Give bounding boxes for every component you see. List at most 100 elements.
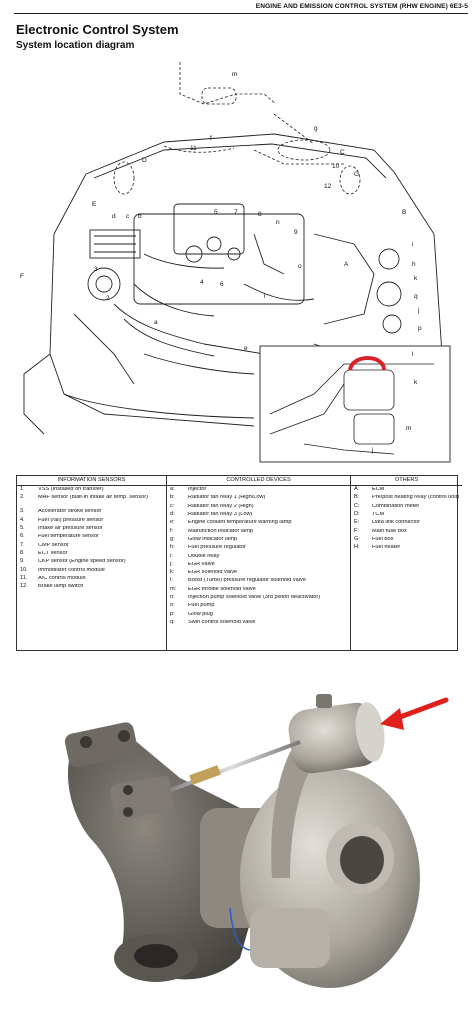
legend-text: Double relay xyxy=(188,553,220,559)
inset-callout-k: k xyxy=(414,379,418,386)
legend-key: m: xyxy=(170,585,177,592)
callout-3: 3 xyxy=(94,266,98,273)
callout-c: c xyxy=(126,213,130,220)
legend-key: D: xyxy=(354,511,360,518)
legend-key: l: xyxy=(170,577,173,584)
legend-key: H: xyxy=(354,544,360,551)
legend-table: INFORMATION SENSORS 1. VSS (Installed on … xyxy=(16,475,463,651)
callout-E: E xyxy=(92,201,97,208)
callout-h: h xyxy=(412,261,416,268)
harness-dashed xyxy=(113,62,361,195)
legend-text: Injection pump solenoid valve (3rd pisto… xyxy=(188,595,321,601)
legend-text: Glow indicator lamp xyxy=(188,536,238,542)
legend-key: n: xyxy=(170,594,175,601)
inset-detail: l k m j xyxy=(259,345,451,463)
legend-text: Immobilizer control module xyxy=(38,567,105,573)
callout-i: i xyxy=(412,241,413,248)
legend-key: q: xyxy=(170,618,175,625)
legend-col-devices: CONTROLLED DEVICES a:Injector b:Radiator… xyxy=(167,476,351,650)
callout-G: G xyxy=(354,171,359,178)
callout-8: 8 xyxy=(258,211,262,218)
callout-m: p xyxy=(418,325,422,332)
legend-text: Malfunction indicator lamp xyxy=(188,528,253,534)
callout-4: 4 xyxy=(200,279,204,286)
legend-key: d: xyxy=(170,511,175,518)
callout-j: j xyxy=(417,307,419,314)
red-arrow-indicator xyxy=(380,697,449,730)
legend-key: 10. xyxy=(20,566,28,573)
legend-text: Fuel heater xyxy=(372,545,401,551)
legend-text: Fuel (rail) pressure sensor xyxy=(38,517,104,523)
legend-key: B: xyxy=(354,494,360,501)
legend-text: Radiator fan relay 1 (High/Low) xyxy=(188,495,266,501)
turbocharger-photo xyxy=(0,658,474,1014)
legend-text: Fuel box xyxy=(372,536,394,542)
callout-12: 12 xyxy=(324,183,332,190)
legend-text: Fuel pressure regulator xyxy=(188,545,246,551)
legend-text: ECT sensor xyxy=(38,550,68,556)
callout-6: 6 xyxy=(220,281,224,288)
wastegate-actuator xyxy=(288,694,385,774)
legend-col-others: OTHERS A: ECM B: Pre/post heating relay (c… xyxy=(351,476,463,650)
legend-key: i: xyxy=(170,552,173,559)
legend-header-others: OTHERS xyxy=(351,476,463,486)
callout-k: k xyxy=(414,275,418,282)
legend-text: EGR valve xyxy=(188,561,215,567)
inset-callout-j: j xyxy=(371,447,373,454)
legend-key: g: xyxy=(170,535,175,542)
legend-key: E: xyxy=(354,519,360,526)
page-subtitle: System location diagram xyxy=(16,40,135,51)
actuator-rod xyxy=(110,740,301,820)
legend-key: b: xyxy=(170,494,175,501)
legend-key: j: xyxy=(170,560,173,567)
callout-C: C xyxy=(340,149,345,156)
legend-text: Fuel temperature sensor xyxy=(38,534,99,540)
legend-key: o: xyxy=(170,602,175,609)
legend-text: Main fuse box xyxy=(372,528,407,534)
legend-text: CMP sensor xyxy=(38,542,69,548)
legend-text: Swirl control solenoid valve xyxy=(188,619,256,625)
legend-key: a: xyxy=(170,486,175,493)
actuator-bracket xyxy=(271,738,320,878)
legend-header-devices: CONTROLLED DEVICES xyxy=(167,476,350,486)
legend-key: p: xyxy=(170,610,175,617)
callout-5: 5 xyxy=(214,209,218,216)
legend-text: Combination meter xyxy=(372,503,420,509)
legend-key: A: xyxy=(354,486,360,493)
callout-7: 7 xyxy=(234,209,238,216)
legend-text: Data link connector xyxy=(372,520,420,526)
legend-key: f: xyxy=(170,527,174,534)
legend-col-sensors: INFORMATION SENSORS 1. VSS (Installed on … xyxy=(17,476,167,650)
legend-text: EGR solenoid valve xyxy=(188,570,238,576)
legend-key: 4. xyxy=(20,516,25,523)
callout-b: b xyxy=(138,213,142,220)
legend-key: h: xyxy=(170,544,175,551)
legend-key: 12. xyxy=(20,583,28,590)
legend-text: Pre/post heating relay (control unit) xyxy=(372,495,460,501)
running-head: ENGINE AND EMISSION CONTROL SYSTEM (RHW … xyxy=(14,0,468,14)
legend-key: 7. xyxy=(20,541,25,548)
legend-text: VSS (Installed on transfer) xyxy=(38,487,104,493)
inset-callout-m: m xyxy=(406,425,411,432)
legend-text: Engine coolant temperature warning lamp xyxy=(188,520,292,526)
legend-key: C: xyxy=(354,502,360,509)
legend-text: Brake lamp switch xyxy=(38,584,84,590)
callout-A: A xyxy=(344,261,349,268)
callout-p: n xyxy=(276,219,280,226)
legend-header-sensors: INFORMATION SENSORS xyxy=(17,476,166,486)
legend-key: 5. xyxy=(20,525,25,532)
callout-D: D xyxy=(142,157,147,164)
callout-e: e xyxy=(244,345,248,352)
callout-o: m xyxy=(232,71,237,78)
legend-text: ECM xyxy=(372,487,385,493)
legend-text: A/C control module xyxy=(38,575,86,581)
legend-key: 6. xyxy=(20,533,25,540)
legend-key: 1. xyxy=(20,486,25,493)
legend-text: EGR throttle solenoid valve xyxy=(188,586,256,592)
callout-11: 11 xyxy=(190,145,197,152)
legend-key: k: xyxy=(170,569,175,576)
callout-F: F xyxy=(20,273,24,280)
location-diagram: m D F C G B A 3 E 11 g 10 12 f d c b 2 5… xyxy=(20,62,451,463)
legend-key: e: xyxy=(170,519,175,526)
